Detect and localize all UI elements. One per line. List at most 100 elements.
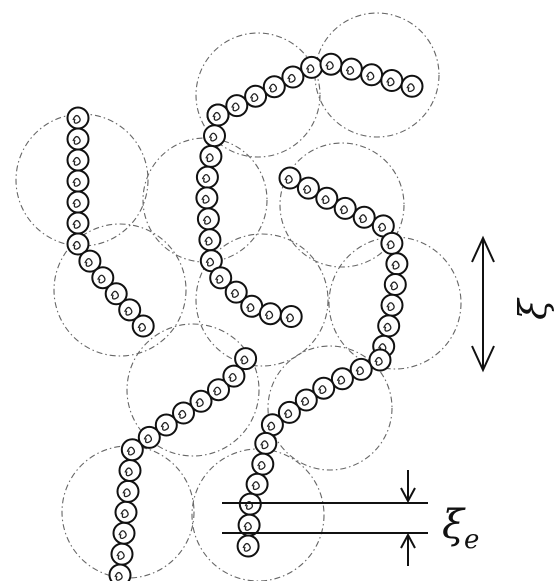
bead-detail: [300, 396, 310, 406]
monomer-bead: [112, 521, 136, 545]
bead-detail: [366, 71, 375, 81]
monomer-bead: [278, 166, 302, 190]
bead-detail: [72, 198, 81, 208]
monomer-bead: [116, 479, 140, 503]
bead-detail: [287, 73, 296, 83]
monomer-bead: [251, 452, 275, 476]
monomer-bead: [238, 492, 262, 516]
bead-detail: [325, 61, 334, 71]
xi-e-marker: [222, 470, 428, 566]
monomer-bead: [380, 69, 404, 92]
monomer-bead: [104, 282, 128, 306]
bead-detail: [72, 240, 81, 250]
bead-detail: [406, 83, 415, 93]
monomer-bead: [262, 75, 286, 99]
monomer-bead: [137, 425, 161, 449]
monomer-bead: [91, 266, 115, 290]
bead-detail: [240, 355, 249, 365]
monomer-bead: [254, 431, 278, 455]
bead-detail: [228, 373, 237, 382]
bead-detail: [72, 114, 81, 124]
bead-detail: [212, 386, 222, 396]
monomer-bead: [296, 176, 320, 200]
xi-label: ξ: [511, 297, 555, 320]
bead-detail: [336, 375, 346, 385]
bead-detail: [242, 542, 251, 552]
bead-detail: [389, 281, 399, 291]
bead-detail: [284, 174, 293, 184]
bead-detail: [202, 215, 212, 225]
bead-detail: [231, 102, 240, 112]
monomer-bead: [312, 376, 336, 400]
bead-detail: [97, 274, 106, 284]
monomer-bead: [225, 94, 249, 118]
bead-detail: [230, 289, 239, 298]
bead-detail: [386, 240, 395, 250]
bead-detail: [137, 322, 146, 332]
monomer-bead: [195, 186, 219, 210]
monomer-bead: [319, 52, 343, 76]
xi-double-arrow: [471, 235, 495, 373]
monomer-bead: [349, 357, 373, 381]
bead-detail: [205, 153, 214, 163]
bead-detail: [114, 571, 123, 581]
monomer-bead: [66, 169, 90, 193]
monomer-bead: [66, 211, 90, 235]
bead-detail: [251, 481, 260, 491]
monomer-bead: [209, 266, 233, 290]
monomer-bead: [118, 459, 142, 482]
blob-circle: [53, 223, 187, 357]
bead-detail: [318, 385, 327, 395]
bead-detail: [126, 446, 136, 456]
bead-detail: [84, 258, 93, 267]
bead-detail: [358, 214, 367, 224]
monomer-bead: [172, 401, 195, 425]
bead-detail: [116, 551, 125, 560]
bead-detail: [321, 195, 330, 205]
monomer-bead: [189, 389, 213, 413]
monomer-bead: [131, 314, 155, 338]
bead-detail: [260, 440, 269, 450]
monomer-bead: [377, 314, 401, 338]
monomer-bead: [206, 103, 230, 127]
monomer-bead: [339, 57, 363, 81]
monomer-bead: [385, 252, 409, 276]
blob-circle: [195, 233, 329, 367]
bead-detail: [204, 236, 213, 246]
bead-detail: [72, 177, 81, 187]
monomer-bead: [245, 472, 269, 496]
monomer-bead: [300, 55, 324, 79]
monomer-bead: [360, 63, 384, 87]
bead-detail: [215, 274, 224, 284]
bead-detail: [306, 64, 315, 74]
monomer-bead: [120, 438, 144, 462]
bead-detail: [257, 461, 266, 470]
bead-detail: [120, 509, 129, 519]
bead-detail: [374, 356, 383, 366]
monomer-bead: [66, 190, 90, 214]
monomer-bead: [66, 148, 90, 172]
monomer-bead: [154, 413, 178, 437]
bead-detail: [345, 66, 355, 75]
bead-detail: [355, 366, 364, 376]
monomer-bead: [277, 400, 301, 424]
bead-detail: [391, 260, 400, 270]
bead-detail: [122, 488, 131, 498]
monomer-bead: [315, 186, 339, 210]
monomer-bead: [199, 144, 223, 168]
monomer-bead: [281, 65, 305, 89]
bead-detail: [268, 83, 278, 93]
monomer-bead: [330, 367, 354, 391]
monomer-bead: [78, 249, 102, 273]
monomer-bead: [198, 228, 222, 252]
monomer-bead: [203, 124, 226, 148]
monomer-bead: [207, 378, 230, 402]
monomer-bead: [66, 106, 90, 130]
bead-detail: [195, 398, 204, 408]
bead-detail: [302, 185, 312, 194]
bead-detail: [72, 156, 81, 166]
monomer-bead: [222, 364, 246, 388]
monomer-bead: [114, 500, 138, 524]
bead-detail: [246, 303, 255, 313]
